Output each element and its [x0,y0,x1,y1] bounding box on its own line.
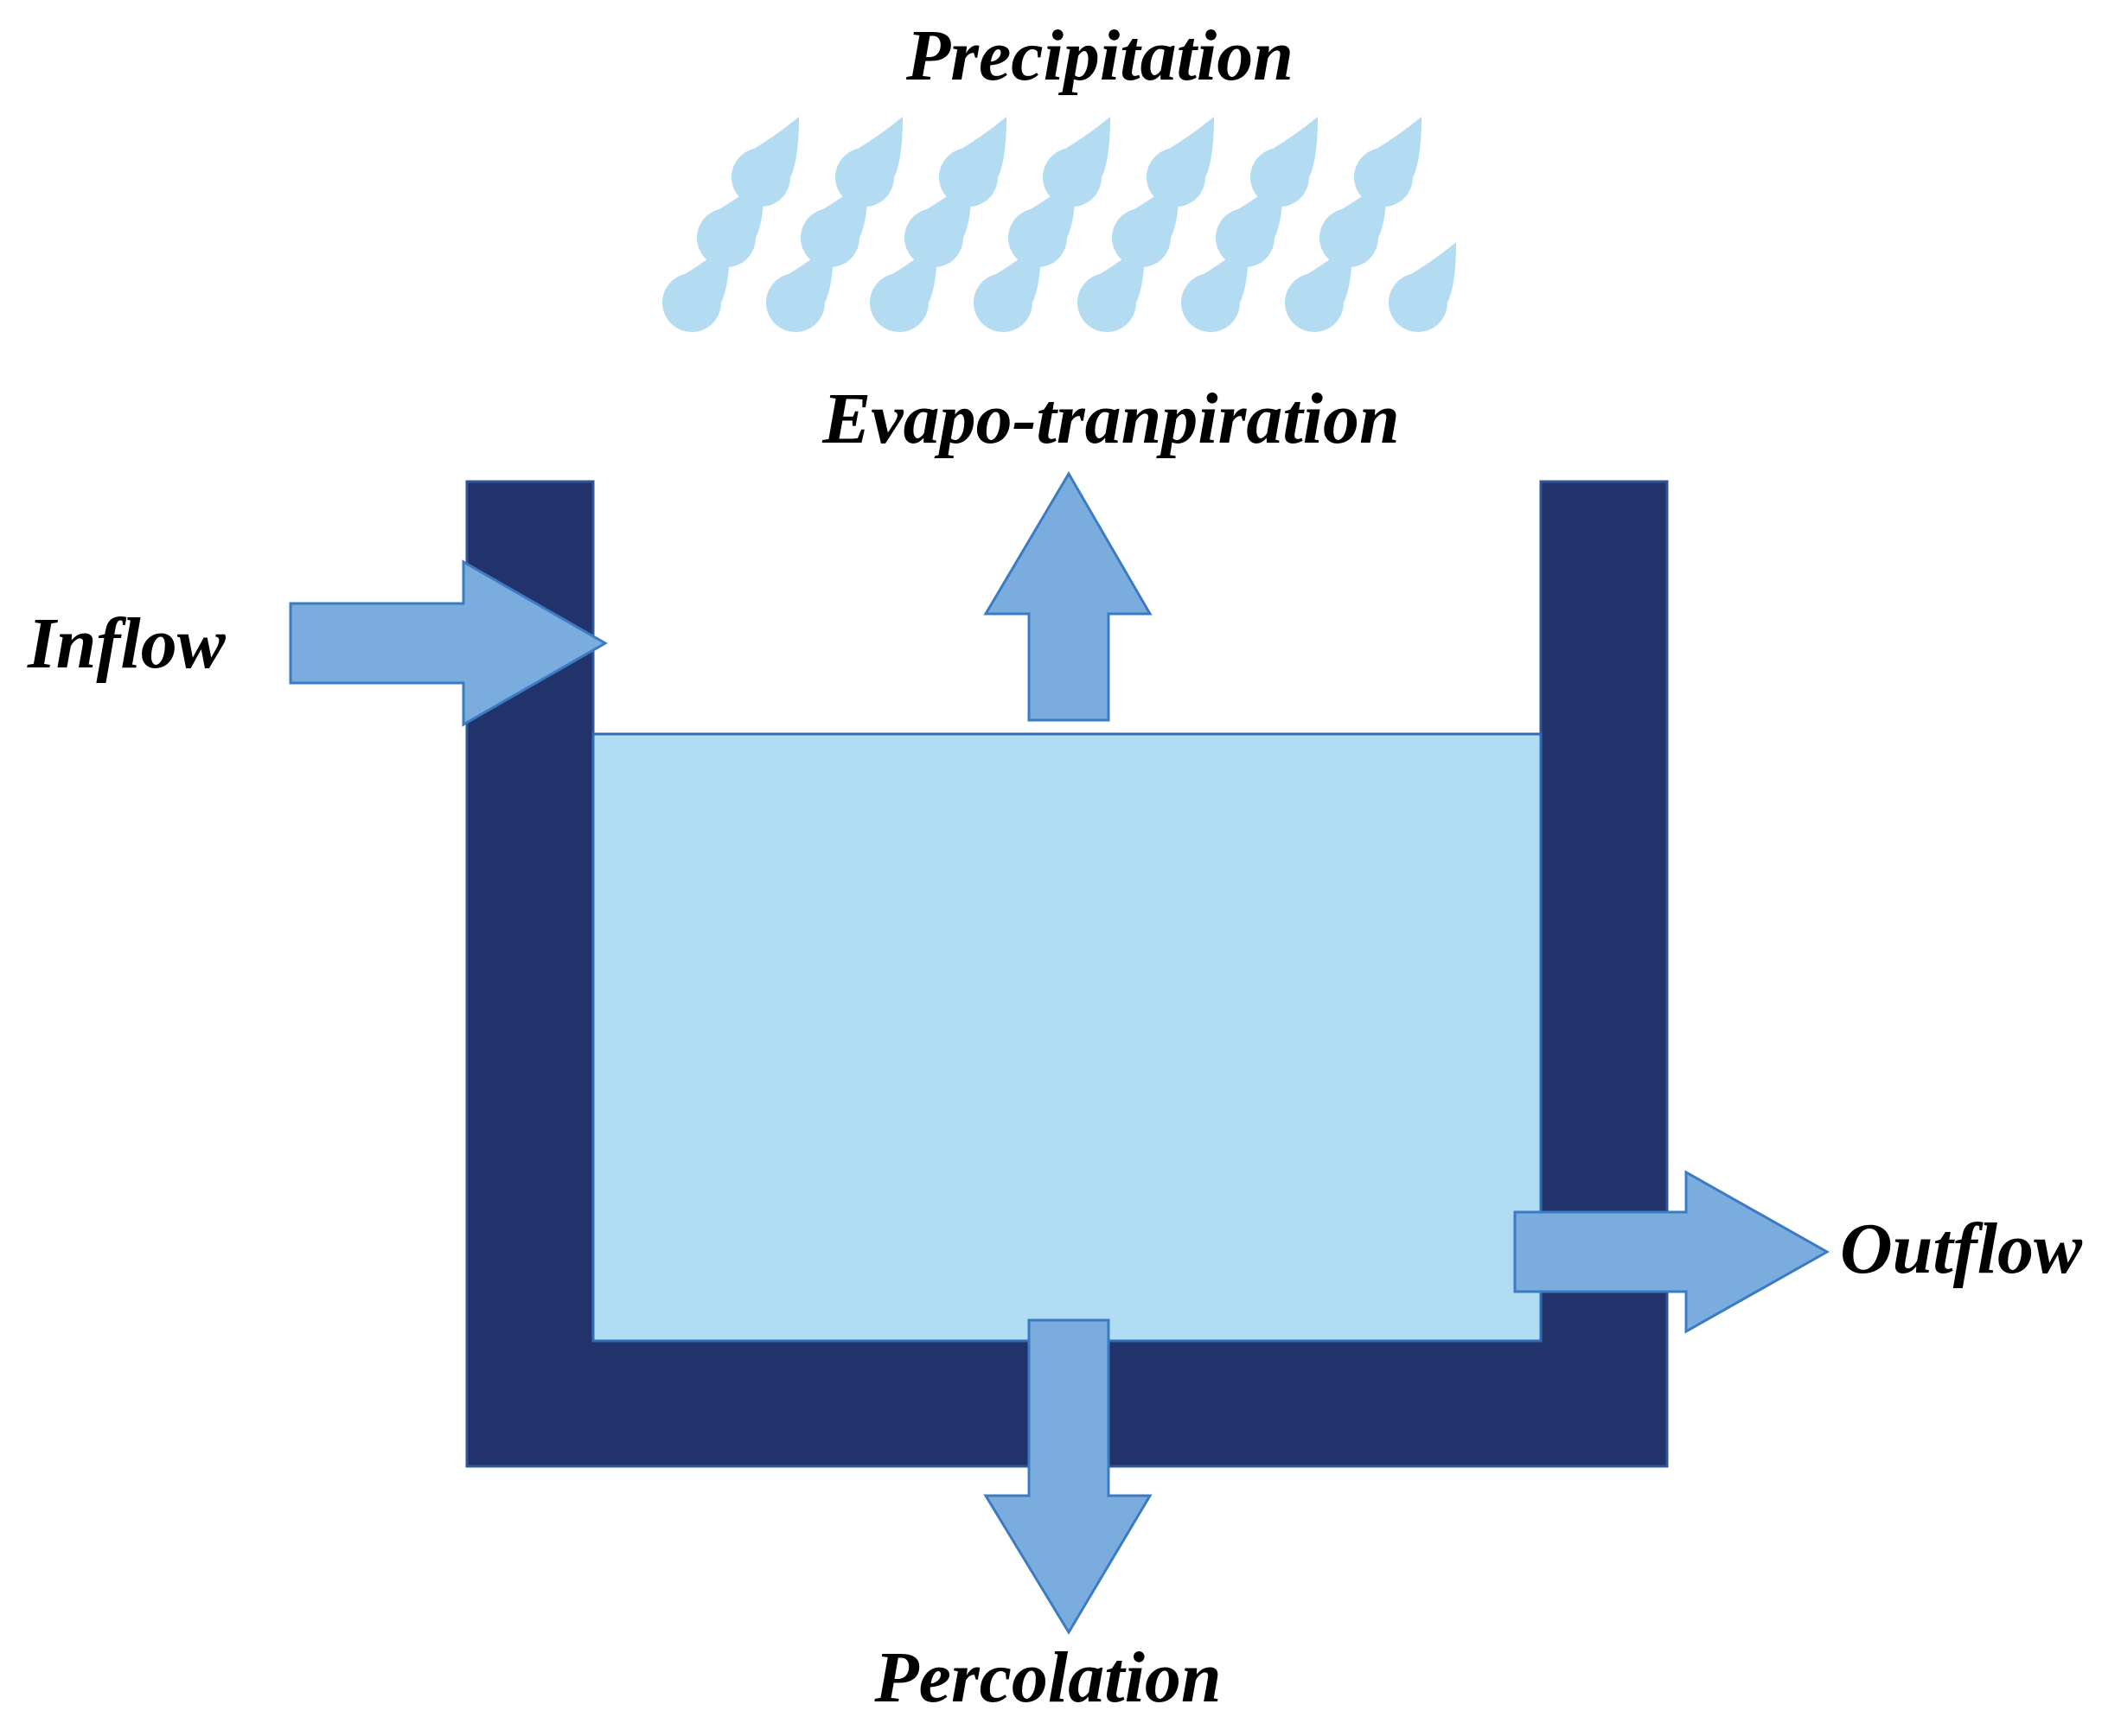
raindrop-icon [731,117,799,207]
raindrop-icon [662,242,730,333]
precipitation-label: Precipitation [905,16,1294,96]
raindrop-icon [974,242,1041,333]
percolation-label: Percolation [873,1637,1221,1718]
raindrop-icon [1216,177,1283,268]
raindrop-icon [1147,117,1214,207]
raindrop-icon [697,177,764,268]
water-body [591,732,1543,1343]
outflow-arrow [1513,1170,1830,1334]
raindrop-icon [1354,117,1421,207]
precipitation-raindrops [662,117,1456,333]
raindrop-icon [766,242,834,333]
outflow-label: Outflow [1840,1209,2083,1289]
raindrop-icon [1389,242,1456,333]
raindrop-icon [1077,242,1145,333]
evapotranspiration-label: Evapo-tranpiration [821,379,1399,459]
raindrop-icon [1319,177,1387,268]
raindrop-icon [1285,242,1352,333]
percolation-arrow [983,1318,1153,1635]
raindrop-icon [835,117,903,207]
raindrop-icon [1250,117,1318,207]
raindrop-icon [1008,177,1076,268]
evapotranspiration-arrow [983,471,1153,722]
raindrop-icon [939,117,1006,207]
inflow-label: Inflow [27,603,227,684]
raindrop-icon [1043,117,1110,207]
raindrop-icon [1181,242,1249,333]
raindrop-icon [870,242,937,333]
raindrop-icon [801,177,868,268]
raindrop-icon [904,177,972,268]
raindrop-icon [1112,177,1179,268]
inflow-arrow [289,559,609,727]
